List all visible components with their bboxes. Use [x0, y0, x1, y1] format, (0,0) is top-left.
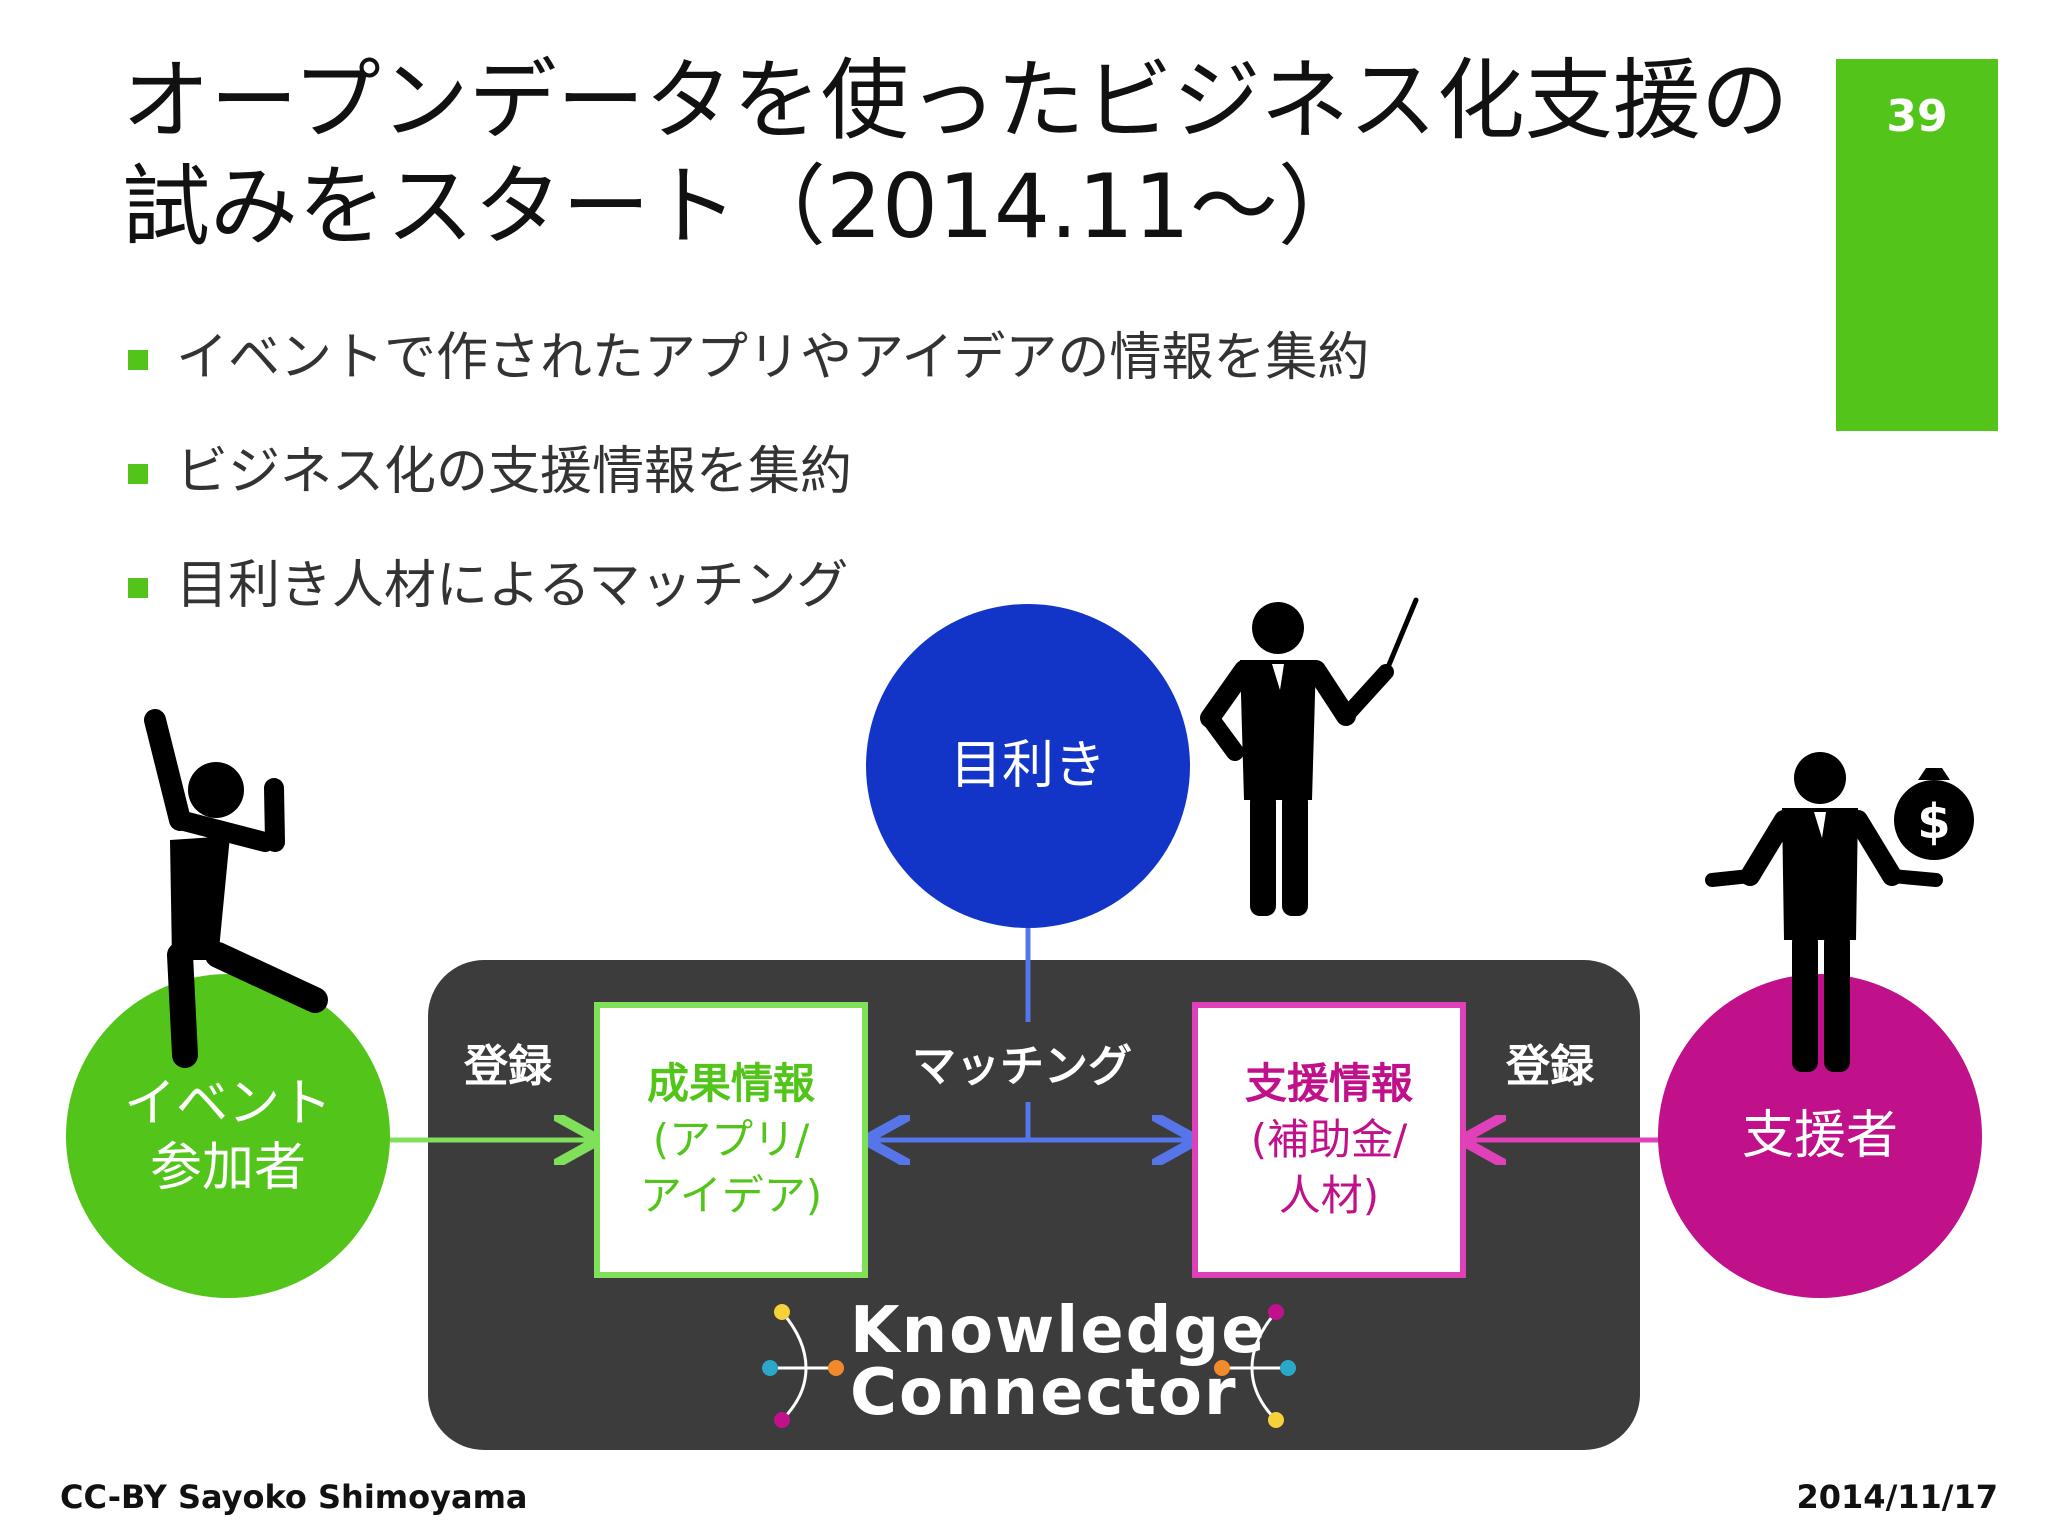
- logo-line-2: Connector: [850, 1356, 1238, 1430]
- logo-right-connector-icon: [1222, 1311, 1288, 1422]
- results-info-box: 成果情報 (アプリ/ アイデア): [594, 1002, 868, 1278]
- svg-text:$: $: [1917, 794, 1950, 850]
- title-line-2: 試みをスタート（2014.11〜）: [122, 155, 1366, 258]
- knowledge-connector-logo: Knowledge Connector: [850, 1294, 1267, 1430]
- support-info-heading: 支援情報: [1244, 1059, 1413, 1108]
- results-info-line-2: (アプリ/: [652, 1115, 810, 1164]
- bullet-square-icon: [128, 350, 148, 370]
- event-participant-line-2: 参加者: [149, 1138, 306, 1198]
- bullet-text: 目利き人材によるマッチング: [176, 556, 849, 616]
- presenter-person-icon: [1200, 597, 1419, 916]
- supporter-circle: [1658, 974, 1982, 1298]
- footer-credit: CC-BY Sayoko Shimoyama: [60, 1478, 528, 1516]
- logo-right-dots-icon: [1214, 1304, 1296, 1428]
- bullet-item: 目利き人材によるマッチング: [128, 546, 1628, 660]
- matching-label: マッチング: [912, 1041, 1132, 1092]
- event-participant-circle: [66, 974, 390, 1298]
- results-info-heading: 成果情報: [646, 1059, 815, 1108]
- event-participant-line-1: イベント: [123, 1074, 332, 1134]
- mekiki-label: 目利き: [949, 736, 1106, 796]
- mekiki-circle: [866, 604, 1190, 928]
- right-register-label: 登録: [1506, 1041, 1594, 1092]
- left-register-label: 登録: [464, 1041, 552, 1092]
- bullet-square-icon: [128, 464, 148, 484]
- page-number: 39: [1886, 91, 1948, 142]
- bullet-item: イベントで作されたアプリやアイデアの情報を集約: [128, 318, 1628, 432]
- jumping-person-icon: [144, 709, 328, 1068]
- footer-date: 2014/11/17: [1796, 1478, 1999, 1516]
- title-line-1: オープンデータを使ったビジネス化支援の: [122, 49, 1789, 152]
- results-info-line-3: アイデア): [639, 1171, 823, 1220]
- bullet-text: イベントで作されたアプリやアイデアの情報を集約: [176, 328, 1370, 388]
- event-participant-label: イベント 参加者: [100, 1072, 356, 1200]
- bullet-item: ビジネス化の支援情報を集約: [128, 432, 1628, 546]
- slide-title: オープンデータを使ったビジネス化支援の 試みをスタート（2014.11〜）: [122, 48, 1802, 260]
- supporter-person-icon: [1705, 752, 1943, 1072]
- logo-line-1: Knowledge: [850, 1294, 1267, 1368]
- logo-left-connector-icon: [770, 1311, 836, 1422]
- support-info-line-3: 人材): [1278, 1171, 1380, 1220]
- bullet-list: イベントで作されたアプリやアイデアの情報を集約 ビジネス化の支援情報を集約 目利…: [128, 318, 1628, 660]
- money-bag-icon: $: [1894, 768, 1974, 860]
- bullet-square-icon: [128, 578, 148, 598]
- supporter-label: 支援者: [1741, 1106, 1898, 1166]
- support-info-line-2: (補助金/: [1250, 1115, 1408, 1164]
- bullet-text: ビジネス化の支援情報を集約: [176, 442, 853, 502]
- support-info-box: 支援情報 (補助金/ 人材): [1192, 1002, 1466, 1278]
- page-number-box: 39: [1836, 59, 1998, 431]
- logo-left-dots-icon: [762, 1304, 844, 1428]
